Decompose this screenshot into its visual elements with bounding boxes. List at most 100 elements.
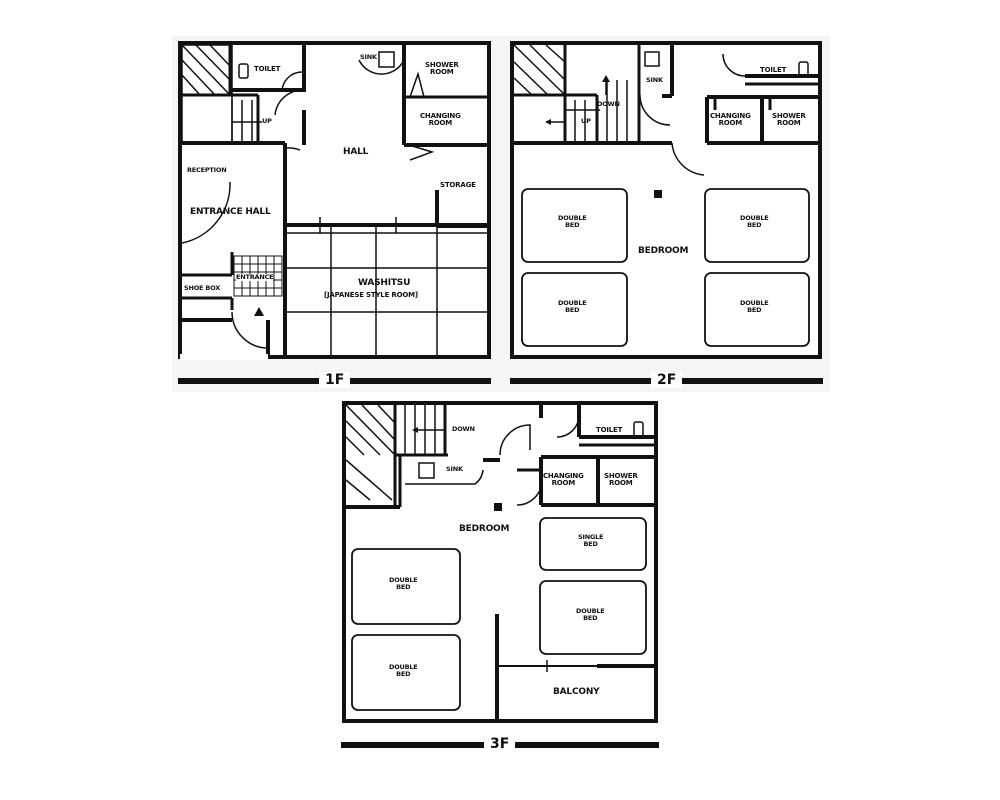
entrance-arrow-icon (254, 307, 264, 316)
f3-single-bed-line2: BED (583, 539, 598, 548)
f3-changing-room-line1: CHANGING (543, 472, 584, 480)
f3-changing-room-label: CHANGING ROOM (543, 472, 584, 488)
f1-shoe-box-label: SHOE BOX (184, 284, 221, 292)
backdrop-edge (172, 28, 830, 36)
door-swing-icon (516, 479, 543, 506)
f2-shower-room-line2: ROOM (777, 119, 801, 128)
f2-down-label: DOWN (597, 100, 620, 108)
f3-stairs (344, 404, 448, 509)
f3-sink-label: SINK (446, 465, 463, 473)
f1-sink-label: SINK (360, 53, 377, 61)
arrow-icon (412, 427, 418, 433)
f2-bed-3-line1: DOUBLE (558, 299, 587, 307)
f2-bed-2-line2: BED (747, 220, 762, 229)
double-bed-4 (704, 272, 810, 347)
f3-bedroom-label: BEDROOM (459, 524, 510, 534)
f3-bed-2-line2: BED (396, 582, 411, 591)
door-swing-icon (408, 144, 435, 161)
f2-shower-room-line1: SHOWER (772, 112, 806, 120)
f2-bed-1-line1: DOUBLE (558, 214, 587, 222)
f2-changing-room-line1: CHANGING (710, 112, 751, 120)
double-bed-3 (351, 634, 461, 711)
f2-bed-3-line2: BED (565, 305, 580, 314)
toilet-fixture-icon (238, 63, 249, 79)
f1-entrance-label: ENTRANCE (236, 273, 274, 281)
f3-single-bed-line1: SINGLE (578, 533, 604, 541)
f3-shower-room-label: SHOWER ROOM (604, 472, 638, 488)
double-bed-1 (539, 580, 647, 655)
f3-bed-1-line2: BED (583, 613, 598, 622)
f1-hall-label: HALL (343, 147, 369, 157)
f1-shower-room-line1: SHOWER (425, 61, 459, 69)
f1-storage-label: STORAGE (440, 181, 476, 189)
door-swing-icon (281, 71, 303, 93)
f3-down-label: DOWN (452, 425, 475, 433)
f1-washitsu (283, 193, 489, 357)
f3-toilet-label: TOILET (596, 426, 623, 434)
f3-balcony-label: BALCONY (553, 687, 600, 697)
f1-shower-room-label: SHOWER ROOM (425, 61, 459, 77)
door-swing-icon (409, 71, 425, 98)
door-swing-icon (722, 53, 746, 77)
f2-bed-4-line2: BED (747, 305, 762, 314)
f1-reception-label: RECEPTION (187, 166, 227, 174)
ceiling-fixture-icon (494, 503, 502, 511)
single-bed (539, 517, 647, 571)
f1-entrance-hall-label: ENTRANCE HALL (190, 207, 271, 217)
f1-changing-room-line2: ROOM (428, 119, 453, 128)
f2-bed-4-line1: DOUBLE (740, 299, 769, 307)
sink-fixture-icon (378, 51, 395, 68)
sink-fixture-icon (418, 462, 435, 479)
f3-bed-3-line1: DOUBLE (389, 663, 418, 671)
double-bed-2 (704, 188, 810, 263)
arrow-head-icon (602, 75, 610, 82)
f3-changing-room-line2: ROOM (551, 479, 576, 488)
door-swing-icon (639, 94, 671, 126)
double-bed-3 (521, 272, 628, 347)
f1-floor-label: 1F (319, 372, 351, 388)
door-swing-icon (181, 181, 231, 244)
f1-up-label: UP (262, 117, 272, 125)
door-swing-icon (671, 142, 705, 176)
f1-toilet-label: TOILET (254, 65, 281, 73)
sink-fixture-icon (644, 51, 660, 67)
double-bed-2 (351, 548, 461, 625)
f2-stairs (512, 44, 672, 145)
f2-shower-room-label: SHOWER ROOM (772, 112, 806, 128)
floor-3f (342, 401, 658, 723)
toilet-fixture-icon (633, 421, 644, 437)
f2-sink-label: SINK (646, 76, 663, 84)
door-swing-icon (499, 424, 531, 456)
door-swing-icon (231, 311, 269, 349)
ceiling-fixture-icon (654, 190, 662, 198)
toilet-fixture-icon (798, 61, 809, 77)
f2-up-label: UP (581, 117, 591, 125)
f2-changing-room-line2: ROOM (718, 119, 743, 128)
floor-2f (510, 41, 822, 359)
f3-bed-2-line1: DOUBLE (389, 576, 418, 584)
f1-washitsu-sub-label: [JAPANESE STYLE ROOM] (324, 291, 418, 299)
f2-toilet-label: TOILET (760, 66, 787, 74)
f2-bedroom-label: BEDROOM (638, 246, 689, 256)
floor-1f (178, 41, 491, 360)
f3-floor-label: 3F (484, 736, 516, 752)
f2-changing-room-label: CHANGING ROOM (710, 112, 751, 128)
f1-shower-room-line2: ROOM (430, 68, 454, 77)
f2-floor-label: 2F (651, 372, 683, 388)
door-swing-icon (274, 89, 304, 116)
f1-stairs (180, 44, 285, 145)
f2-bed-1-line2: BED (565, 220, 580, 229)
f1-changing-room-label: CHANGING ROOM (420, 112, 461, 128)
f1-washitsu-label: WASHITSU (358, 278, 411, 288)
f1-toilet-room (232, 43, 306, 145)
f1-changing-room-line1: CHANGING (420, 112, 461, 120)
